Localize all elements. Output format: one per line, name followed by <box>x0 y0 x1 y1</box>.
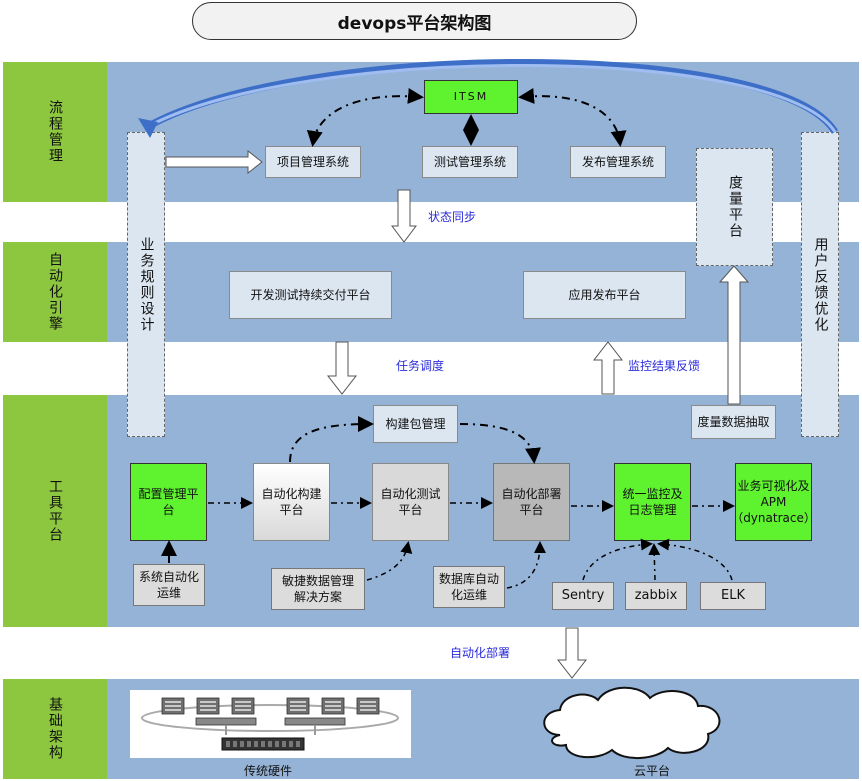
test-mgmt-box: 测试管理系统 <box>422 146 518 178</box>
auto-test-box: 自动化测试平台 <box>372 463 449 541</box>
sentry-box: Sentry <box>552 582 614 610</box>
connector-pkg-deploy <box>459 423 541 464</box>
arrow-task-dispatch <box>326 341 358 395</box>
metrics-platform-box: 度量平台 <box>696 148 773 266</box>
monitor-feedback-label: 监控结果反馈 <box>628 359 701 373</box>
business-rules-box: 业务规则设计 <box>127 132 165 437</box>
arrow-auto-deploy <box>556 627 588 679</box>
auto-deploy-box: 自动化部署平台 <box>493 463 570 541</box>
apm-box: 业务可视化及APM（dynatrace） <box>731 463 816 541</box>
zabbix-box: zabbix <box>625 582 687 610</box>
user-feedback-box: 用户反馈优化 <box>801 132 839 437</box>
arrow-metrics-extract <box>718 265 750 405</box>
connector-itsm-release <box>518 88 627 147</box>
page-title: devops平台架构图 <box>192 2 637 40</box>
arrow-rules-to-project <box>165 149 263 175</box>
connector-elk-monitor <box>657 538 733 581</box>
connector-zabbix-monitor <box>648 543 661 581</box>
db-ops-box: 数据库自动化运维 <box>433 566 505 608</box>
connector-dbops-deploy <box>506 541 546 589</box>
auto-deploy-label: 自动化部署 <box>450 646 511 660</box>
connector-sentry-monitor <box>582 538 653 581</box>
release-mgmt-box: 发布管理系统 <box>570 146 666 178</box>
task-dispatch-label: 任务调度 <box>396 359 445 373</box>
arrow-monitor-feedback <box>592 341 624 395</box>
itsm-box: ITSM <box>424 80 518 114</box>
metrics-extract-box: 度量数据抽取 <box>691 405 776 439</box>
connector-itsm-project <box>306 88 424 147</box>
feedback-arc <box>138 59 838 138</box>
server-rack-icon <box>141 697 399 751</box>
sys-ops-box: 系统自动化运维 <box>133 564 205 606</box>
cloud-icon <box>543 686 721 760</box>
agile-data-box: 敏捷数据管理解决方案 <box>271 568 365 610</box>
traditional-hw-label: 传统硬件 <box>244 764 293 778</box>
project-mgmt-box: 项目管理系统 <box>265 146 361 178</box>
monitor-log-box: 统一监控及日志管理 <box>614 463 691 541</box>
app-release-box: 应用发布平台 <box>523 271 686 319</box>
layer-label-automation: 自动化引擎 <box>3 242 107 342</box>
arrow-status-sync <box>391 189 417 243</box>
layer-label-process: 流程管理 <box>3 62 107 202</box>
layer-label-infra: 基础架构 <box>3 679 107 779</box>
status-sync-label: 状态同步 <box>428 210 477 224</box>
auto-build-box: 自动化构建平台 <box>253 463 330 541</box>
cloud-label: 云平台 <box>634 764 671 778</box>
dev-test-cd-box: 开发测试持续交付平台 <box>229 271 392 319</box>
build-pkg-box: 构建包管理 <box>373 405 458 443</box>
connector-build-pkg <box>289 416 374 463</box>
layer-label-tools: 工具平台 <box>3 395 107 627</box>
elk-box: ELK <box>700 582 766 610</box>
connector-agile-test <box>366 541 413 581</box>
